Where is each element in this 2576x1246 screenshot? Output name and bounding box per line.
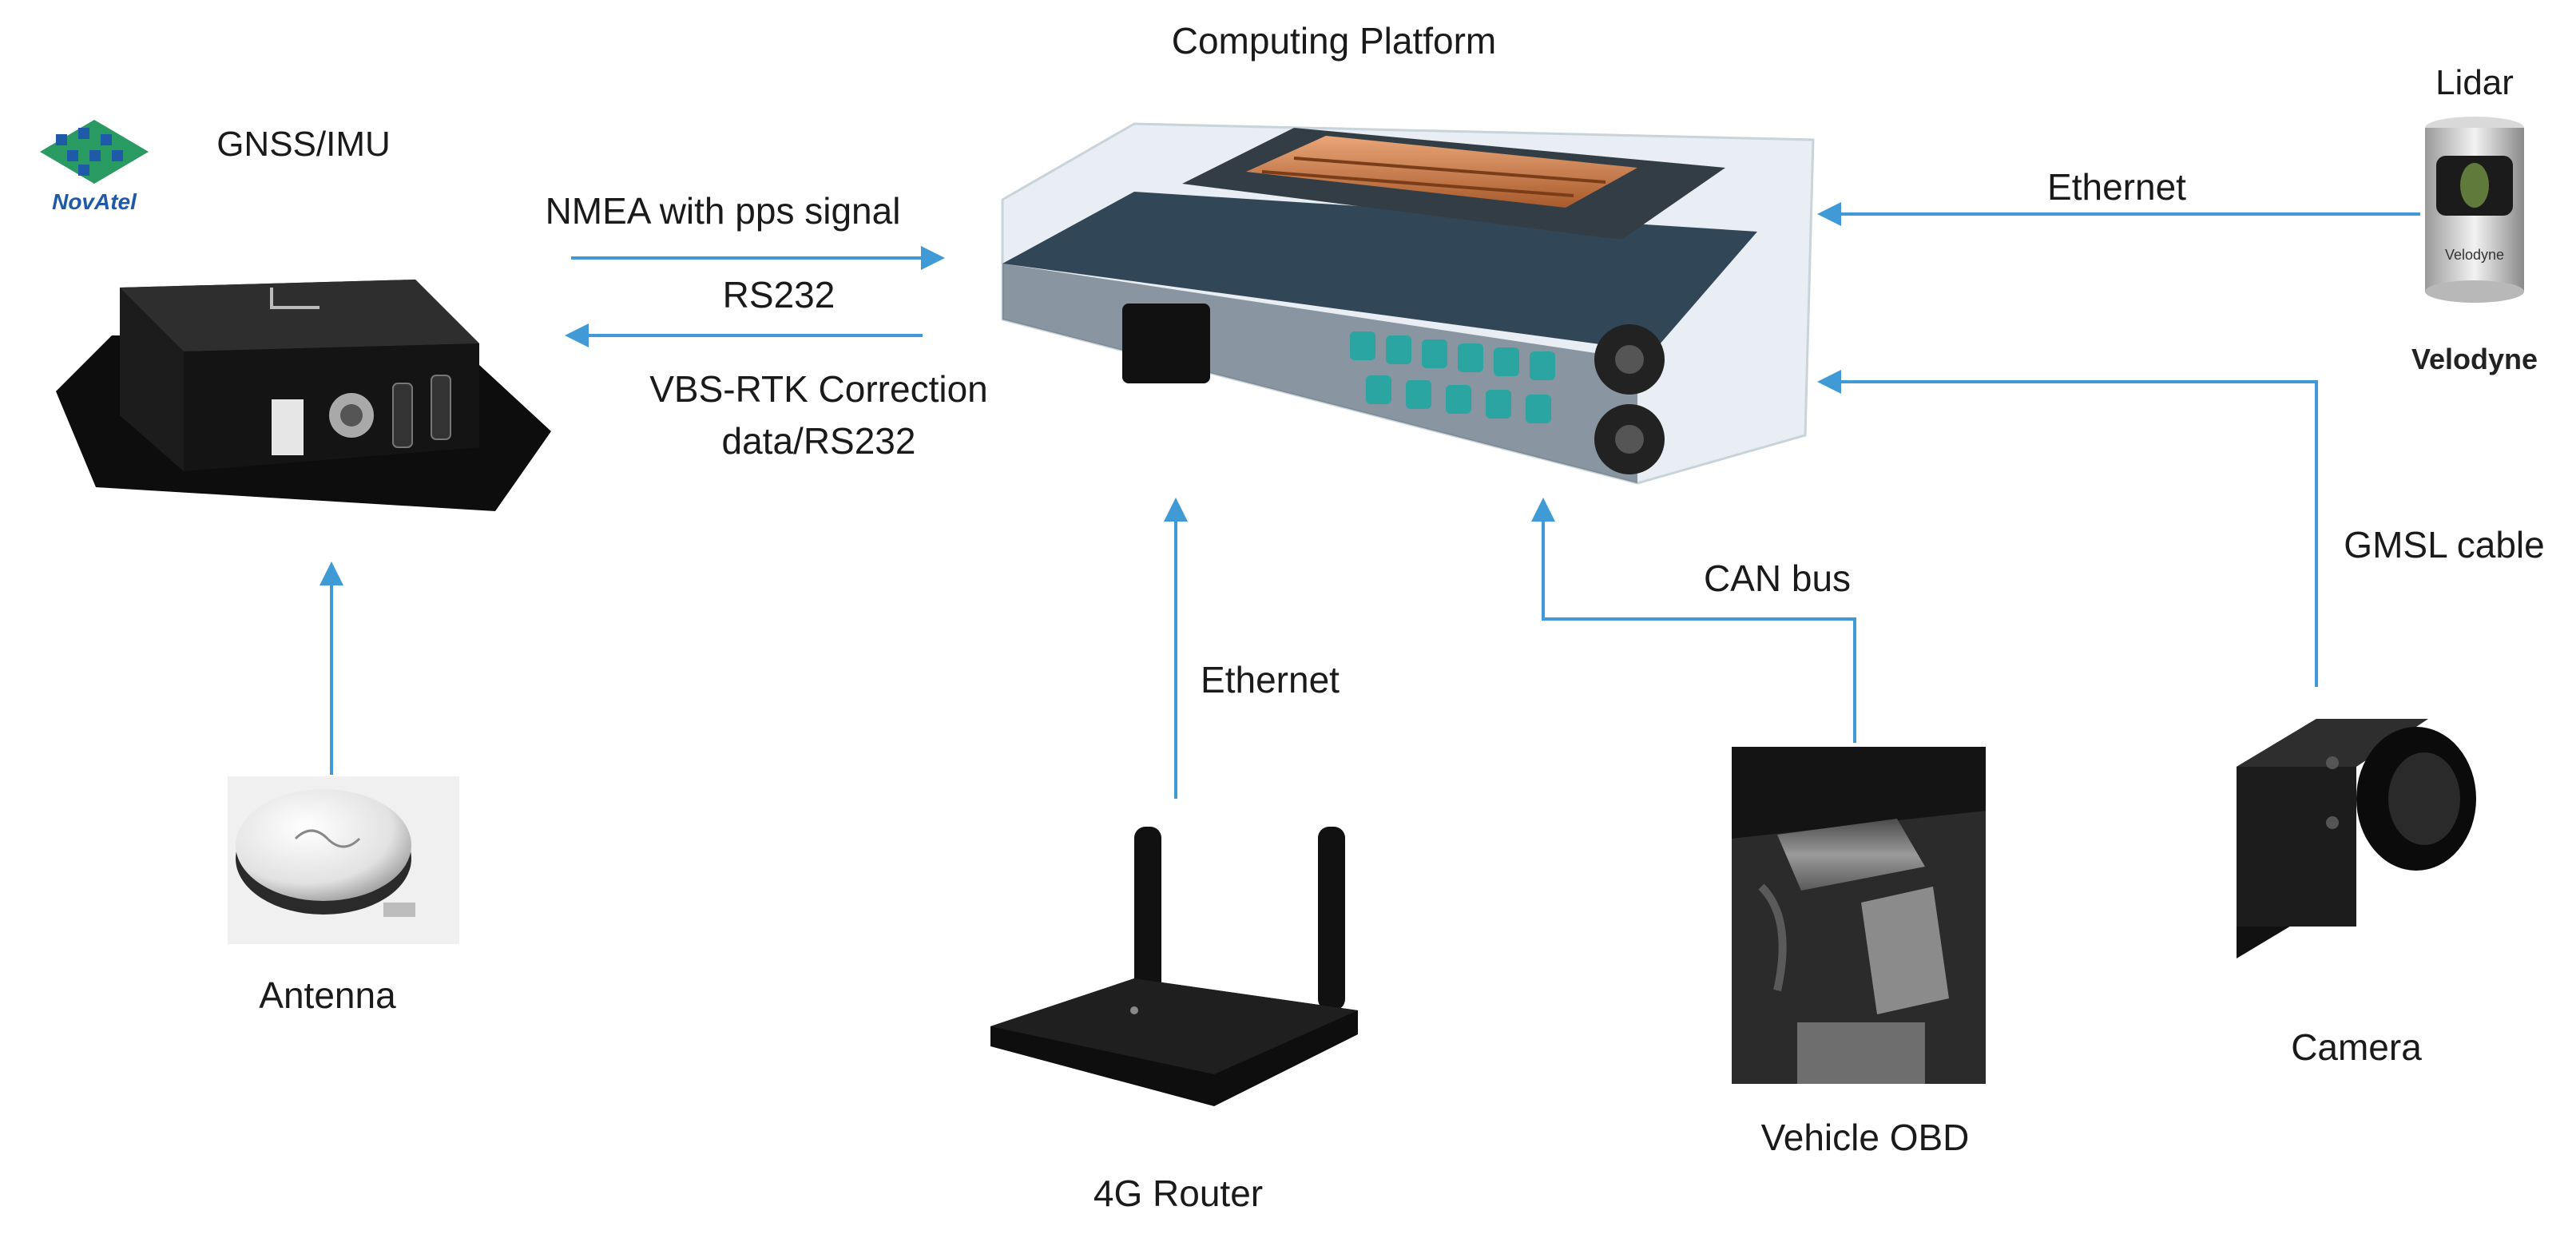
- lidar-device-text: Velodyne: [2445, 247, 2504, 263]
- computing-platform-image: [1001, 122, 1815, 485]
- novatel-logo: NovAtel: [40, 120, 149, 214]
- router-image: [990, 827, 1358, 1106]
- gnss-imu-device-image: [56, 280, 551, 511]
- lidar-image: Velodyne: [2425, 117, 2524, 303]
- velodyne-logo: Velodyne: [2411, 343, 2538, 375]
- antenna-label: Antenna: [259, 974, 396, 1016]
- vehicle-obd-label: Vehicle OBD: [1761, 1117, 1970, 1158]
- nmea-label: NMEA with pps signal: [546, 190, 901, 232]
- router-ethernet-label: Ethernet: [1201, 659, 1340, 700]
- teal-connectors: [1350, 331, 1555, 423]
- vbs-rtk-label-line1: VBS-RTK Correction: [649, 368, 988, 410]
- lidar-ethernet-label: Ethernet: [2047, 166, 2186, 208]
- camera-gmsl-arrow: [1817, 370, 2318, 687]
- lidar-label: Lidar: [2435, 63, 2514, 102]
- diagram-title: Computing Platform: [1172, 20, 1497, 62]
- novatel-logo-text: NovAtel: [52, 189, 137, 214]
- novatel-logo-graphic: [40, 120, 149, 184]
- router-label: 4G Router: [1094, 1173, 1263, 1214]
- power-connector: [1122, 304, 1210, 383]
- obd-can-arrow: [1531, 498, 1856, 743]
- camera-label: Camera: [2291, 1026, 2422, 1068]
- gnss-imu-label: GNSS/IMU: [216, 125, 391, 164]
- heat-pipe: [1246, 136, 1637, 208]
- vehicle-obd-image: [1732, 747, 1986, 1084]
- camera-image: [2237, 719, 2476, 958]
- can-bus-label: CAN bus: [1704, 558, 1851, 599]
- antenna-image: [228, 776, 459, 944]
- gmsl-label: GMSL cable: [2344, 524, 2544, 565]
- rs232-label: RS232: [723, 274, 836, 315]
- vbs-rtk-label-line2: data/RS232: [722, 420, 916, 462]
